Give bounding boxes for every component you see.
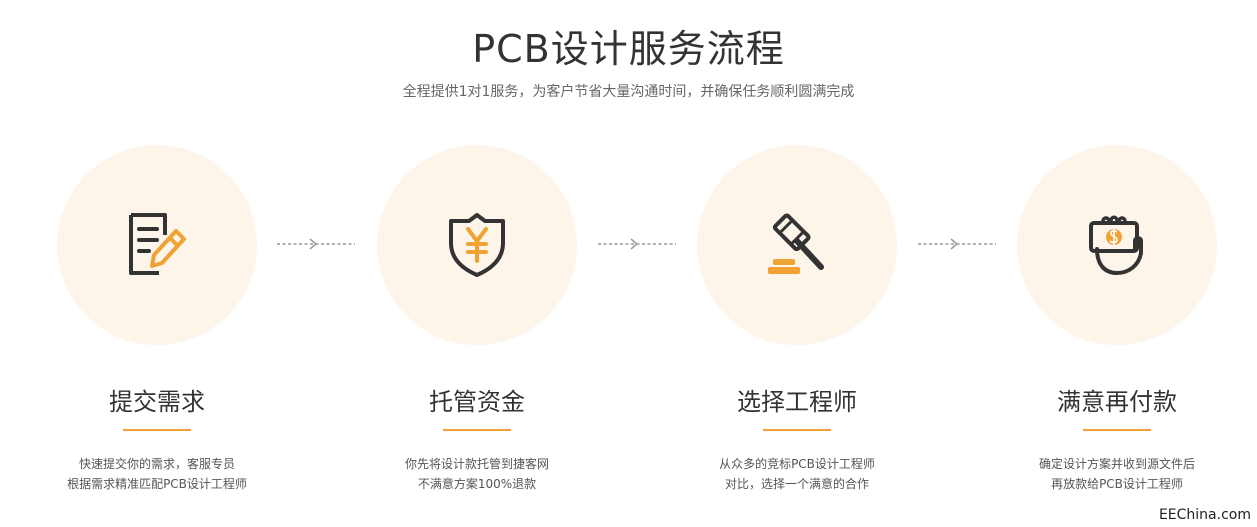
step-underline [763,429,831,431]
step-description: 你先将设计款托管到捷客网 不满意方案100%退款 [357,454,597,494]
dashed-arrow-icon [277,238,355,250]
step-desc-line: 你先将设计款托管到捷客网 [404,457,549,471]
step-desc-line: 快速提交你的需求，客服专员 [78,457,235,471]
step-circle [377,145,577,345]
step-desc-line: 再放款给PCB设计工程师 [1051,477,1183,491]
page-title: PCB设计服务流程 [472,27,785,71]
step-description: 从众多的竞标PCB设计工程师 对比，选择一个满意的合作 [677,454,917,494]
step-underline [123,429,191,431]
step-description: 确定设计方案并收到源文件后 再放款给PCB设计工程师 [997,454,1237,494]
yuan-shield-icon [449,213,505,277]
dashed-arrow-icon [918,238,996,250]
step-circle [697,145,897,345]
step-underline [443,429,511,431]
step-desc-line: 确定设计方案并收到源文件后 [1038,457,1195,471]
dashed-arrow-icon [598,238,676,250]
step-desc-line: 对比，选择一个满意的合作 [724,477,869,491]
step-desc-line: 根据需求精准匹配PCB设计工程师 [67,477,247,491]
step-circle [1017,145,1217,345]
step-title: 提交需求 [109,388,205,416]
money-hand-icon [1089,215,1143,275]
step-circle [57,145,257,345]
step-title: 满意再付款 [1057,388,1177,416]
page-subtitle: 全程提供1对1服务，为客户节省大量沟通时间，并确保任务顺利圆满完成 [402,84,855,100]
watermark: EEChina.com [1158,507,1251,523]
step-description: 快速提交你的需求，客服专员 根据需求精准匹配PCB设计工程师 [37,454,277,494]
gavel-icon [768,213,824,274]
step-desc-line: 不满意方案100%退款 [417,477,537,491]
step-desc-line: 从众多的竞标PCB设计工程师 [719,457,875,471]
document-pencil-icon [129,213,186,275]
step-title: 托管资金 [429,388,525,416]
step-title: 选择工程师 [737,388,857,416]
step-underline [1083,429,1151,431]
